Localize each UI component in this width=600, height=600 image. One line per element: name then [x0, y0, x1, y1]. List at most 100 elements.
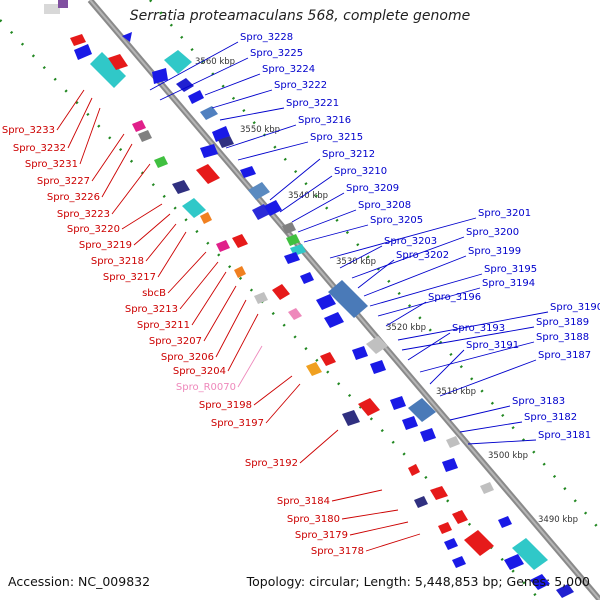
gene-label[interactable]: Spro_3215: [310, 132, 363, 143]
gene-arrow: [284, 252, 300, 264]
gene-label[interactable]: Spro_3213: [125, 304, 178, 315]
gene-arrow: [430, 486, 448, 500]
gene-label[interactable]: Spro_3224: [262, 64, 315, 75]
leader-line: [269, 158, 321, 201]
gene-label[interactable]: Spro_3187: [538, 350, 591, 361]
gene-label[interactable]: Spro_3232: [13, 143, 66, 154]
leader-line: [303, 224, 369, 243]
leader-line: [363, 255, 467, 297]
gene-label[interactable]: Spro_3225: [250, 48, 303, 59]
leader-line: [133, 213, 171, 246]
gene-label[interactable]: Spro_3180: [287, 514, 340, 525]
gene-label[interactable]: Spro_3219: [79, 240, 132, 251]
gene-label[interactable]: Spro_3198: [199, 400, 252, 411]
gene-arrow: [352, 346, 368, 360]
gene-arrow: [90, 52, 126, 88]
gene-label[interactable]: Spro_3218: [91, 256, 144, 267]
gene-arrow: [390, 396, 406, 410]
gene-arrow: [74, 44, 92, 60]
leader-line: [341, 509, 399, 520]
leader-line: [299, 429, 339, 464]
accession-label: Accession: NC_009832: [8, 574, 151, 589]
leader-line: [365, 533, 421, 552]
gene-arrow: [154, 156, 168, 168]
gene-label[interactable]: Spro_3205: [370, 215, 423, 226]
gene-label[interactable]: Spro_3208: [358, 200, 411, 211]
leader-line: [397, 311, 549, 341]
gene-arrow: [464, 530, 494, 556]
leader-line: [253, 375, 293, 406]
right-gene-labels: Spro_3228Spro_3225Spro_3224Spro_3222Spro…: [149, 32, 600, 445]
gene-label[interactable]: Spro_3212: [322, 149, 375, 160]
gene-arrow: [176, 78, 194, 92]
gene-arrow: [504, 554, 524, 570]
gene-label[interactable]: Spro_3188: [536, 332, 589, 343]
gene-arrow: [452, 510, 468, 524]
gene-label[interactable]: Spro_3182: [524, 412, 577, 423]
gene-label[interactable]: Spro_3217: [103, 272, 156, 283]
gene-arrow: [300, 272, 314, 284]
gene-label[interactable]: Spro_3192: [245, 458, 298, 469]
gene-arrow: [164, 50, 192, 74]
gene-label[interactable]: Spro_3189: [536, 317, 589, 328]
gene-label[interactable]: Spro_3220: [67, 224, 120, 235]
gene-arrow: [248, 182, 270, 200]
gene-label[interactable]: Spro_3204: [173, 366, 226, 377]
gene-label[interactable]: Spro_3221: [286, 98, 339, 109]
gene-label[interactable]: Spro_3231: [25, 159, 78, 170]
gene-label[interactable]: Spro_3209: [346, 183, 399, 194]
gene-label[interactable]: Spro_3191: [466, 340, 519, 351]
gene-label[interactable]: Spro_R0070: [176, 382, 236, 393]
gene-label[interactable]: Spro_3184: [277, 496, 330, 507]
leader-line: [429, 349, 465, 385]
gene-label[interactable]: Spro_3178: [311, 546, 364, 557]
gene-label[interactable]: sbcB: [142, 288, 166, 299]
gene-arrow: [342, 410, 360, 426]
gene-label[interactable]: Spro_3222: [274, 80, 327, 91]
gene-arrow: [498, 516, 512, 528]
gene-label[interactable]: Spro_3227: [37, 176, 90, 187]
gene-label[interactable]: Spro_3200: [466, 227, 519, 238]
gene-label[interactable]: Spro_3207: [149, 336, 202, 347]
gene-arrow: [358, 398, 380, 416]
gene-arrow: [234, 266, 246, 278]
gene-label[interactable]: Spro_3179: [295, 530, 348, 541]
leader-line: [467, 439, 537, 445]
gene-label[interactable]: Spro_3233: [2, 125, 55, 136]
forward-genes: [122, 32, 574, 598]
gene-arrow: [282, 222, 296, 234]
gene-arrow: [408, 464, 420, 476]
leader-line: [331, 489, 383, 502]
gene-label[interactable]: Spro_3201: [478, 208, 531, 219]
gene-label[interactable]: Spro_3223: [57, 209, 110, 220]
gene-label[interactable]: Spro_3181: [538, 430, 591, 441]
gene-label[interactable]: Spro_3193: [452, 323, 505, 334]
gene-label[interactable]: Spro_3197: [211, 418, 264, 429]
gene-label[interactable]: Spro_3183: [512, 396, 565, 407]
leader-line: [351, 236, 465, 279]
gene-label[interactable]: Spro_3195: [484, 264, 537, 275]
gene-label[interactable]: Spro_3199: [468, 246, 521, 257]
gene-label[interactable]: Spro_3216: [298, 115, 351, 126]
leader-line: [145, 223, 177, 262]
gene-arrow: [200, 106, 218, 120]
leader-line: [377, 287, 481, 317]
gene-label[interactable]: Spro_3228: [240, 32, 293, 43]
gene-label[interactable]: Spro_3196: [428, 292, 481, 303]
gene-arrow: [196, 164, 220, 184]
gene-label[interactable]: Spro_3226: [47, 192, 100, 203]
leader-line: [329, 217, 477, 259]
gene-label[interactable]: Spro_3194: [482, 278, 535, 289]
gene-label[interactable]: Spro_3210: [334, 166, 387, 177]
leader-line: [157, 231, 187, 278]
gene-label[interactable]: Spro_3190: [550, 302, 600, 313]
gene-arrow: [288, 308, 302, 320]
gene-label[interactable]: Spro_3206: [161, 352, 214, 363]
gene-label[interactable]: Spro_3203: [384, 236, 437, 247]
leader-line: [349, 521, 409, 536]
gene-arrow: [438, 522, 452, 534]
gene-arrow: [414, 496, 428, 508]
gene-arrow: [58, 0, 68, 8]
gene-label[interactable]: Spro_3202: [396, 250, 449, 261]
gene-label[interactable]: Spro_3211: [137, 320, 190, 331]
